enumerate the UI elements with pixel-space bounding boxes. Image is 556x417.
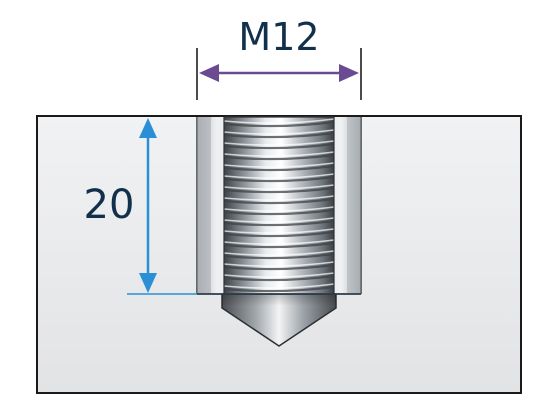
thread-ridge-shadow	[223, 197, 335, 205]
depth-dimension	[139, 118, 157, 293]
thread-ridge-highlight	[223, 261, 335, 267]
thread-ridge-shadow	[223, 274, 335, 282]
thread-ridge-highlight	[223, 250, 335, 256]
thread-ridge-shadow	[223, 208, 335, 216]
thread-ridge-shadow	[223, 241, 335, 249]
thread-ridge-highlight	[223, 217, 335, 223]
thread-ridge-shadow	[223, 263, 335, 271]
depth-arrow-top	[139, 118, 157, 138]
diameter-arrow-right	[339, 64, 359, 82]
thread-ridge-highlight	[223, 184, 335, 190]
thread-ridges	[223, 118, 335, 293]
thread-ridge-highlight	[223, 151, 335, 157]
thread-ridge-highlight	[223, 206, 335, 212]
drill-tip-shadow	[222, 294, 336, 306]
thread-ridge-highlight	[223, 272, 335, 278]
thread-ridge-highlight	[223, 228, 335, 234]
thread-ridge-highlight	[223, 195, 335, 201]
thread-ridge-shadow	[223, 230, 335, 238]
diameter-arrow-left	[199, 64, 219, 82]
thread-ridge-highlight	[223, 129, 335, 135]
thread-ridge-shadow	[223, 252, 335, 260]
thread-ridge-shadow	[223, 131, 335, 139]
bore-right-shade	[347, 117, 361, 294]
thread-ridge-shadow	[223, 164, 335, 172]
depth-label: 20	[84, 182, 135, 228]
thread-ridge-shadow	[223, 186, 335, 194]
thread-ridge-shadow	[223, 120, 335, 128]
thread-ridge-highlight	[223, 140, 335, 146]
thread-ridge-highlight	[223, 239, 335, 245]
thread-ridge-shadow	[223, 219, 335, 227]
thread-ridge-highlight	[223, 162, 335, 168]
thread-ridge-highlight	[223, 118, 335, 124]
thread-ridge-shadow	[223, 175, 335, 183]
diameter-label: M12	[238, 15, 319, 59]
diameter-dimension	[196, 48, 362, 100]
thread-ridge-shadow	[223, 142, 335, 150]
depth-arrow-bottom	[139, 273, 157, 293]
thread-ridge-shadow	[223, 153, 335, 161]
bore-left-shade	[197, 117, 211, 294]
thread-ridge-highlight	[223, 173, 335, 179]
thread-ridge-shadow	[223, 285, 335, 293]
thread-ridge-highlight	[223, 283, 335, 289]
